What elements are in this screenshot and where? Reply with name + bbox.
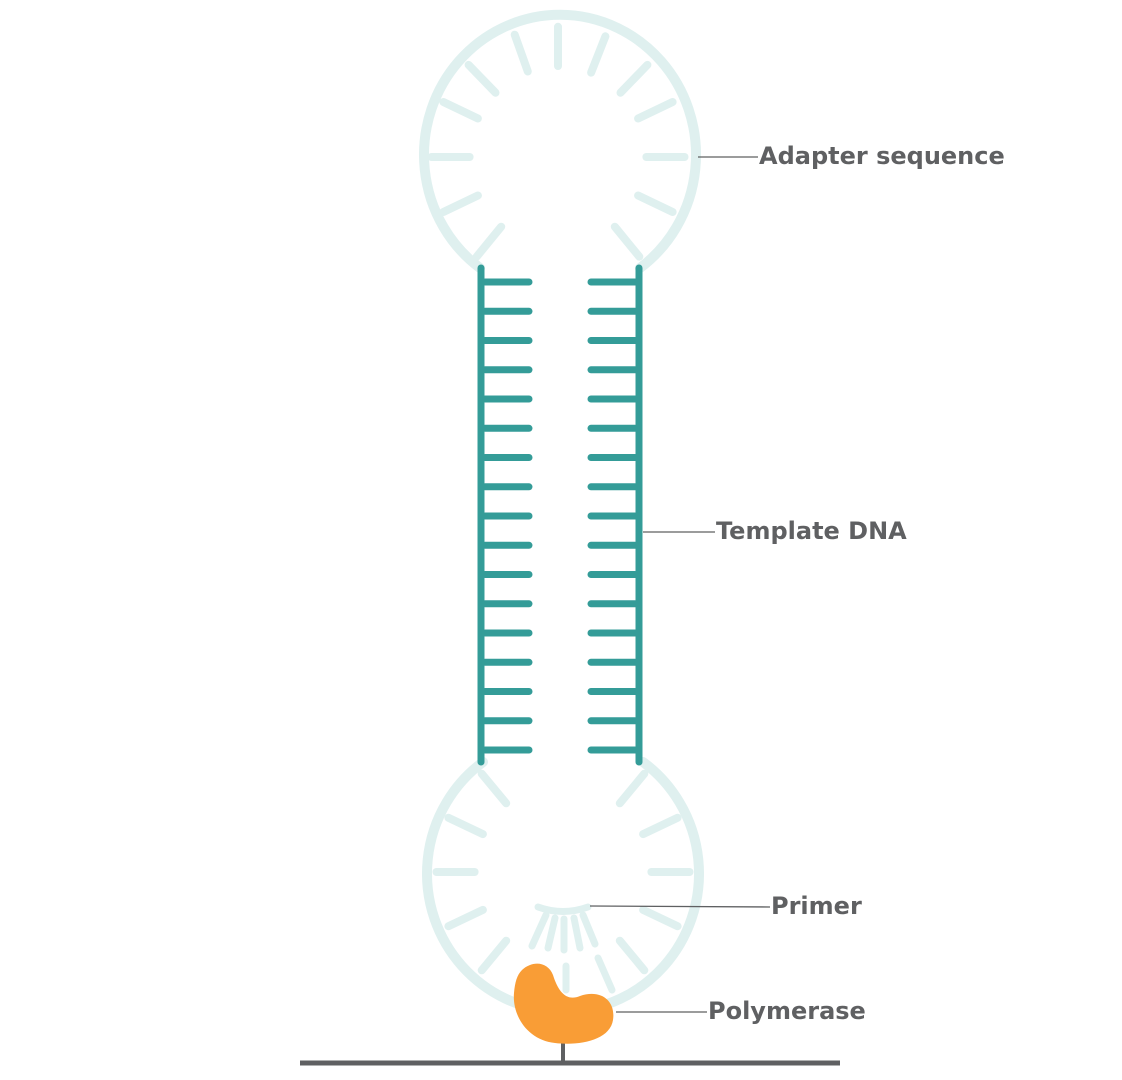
top-adapter-backbone [419, 9, 701, 273]
adapter-sequence-label: Adapter sequence [759, 142, 1005, 170]
primer-base [579, 911, 599, 948]
primer-base [570, 914, 584, 952]
adapter-base [634, 98, 677, 123]
primer-base [544, 914, 559, 952]
adapter-base [477, 936, 511, 975]
primer-label: Primer [771, 892, 862, 920]
adapter-base [439, 98, 482, 123]
adapter-base [639, 813, 682, 839]
primer-base [528, 911, 550, 950]
adapter-base [444, 905, 487, 931]
adapter-base [464, 60, 500, 97]
adapter-base [634, 191, 677, 216]
primer-base [594, 954, 616, 994]
leader-lines [589, 156, 771, 1013]
adapter-base [615, 769, 649, 808]
adapter-base [610, 222, 644, 261]
adapter-base [444, 813, 487, 839]
template-bases [481, 278, 639, 754]
adapter-base [472, 222, 506, 261]
adapter-base [510, 30, 532, 76]
polymerase-label: Polymerase [708, 997, 866, 1025]
adapter-base [616, 60, 652, 97]
adapter-base [615, 936, 649, 975]
adapter-base [439, 191, 482, 216]
polymerase-shape [513, 963, 614, 1044]
adapter-base [587, 32, 610, 77]
primer [528, 903, 616, 994]
top-adapter-loop [419, 9, 701, 273]
primer-leader-line [589, 905, 771, 908]
template-dna [477, 264, 643, 766]
primer-backbone [534, 903, 592, 915]
adapter-base [639, 905, 682, 931]
template-dna-label: Template DNA [716, 517, 907, 545]
adapter-base [477, 769, 511, 808]
bottom-adapter-bases [432, 769, 694, 975]
top-adapter-bases [427, 22, 689, 261]
